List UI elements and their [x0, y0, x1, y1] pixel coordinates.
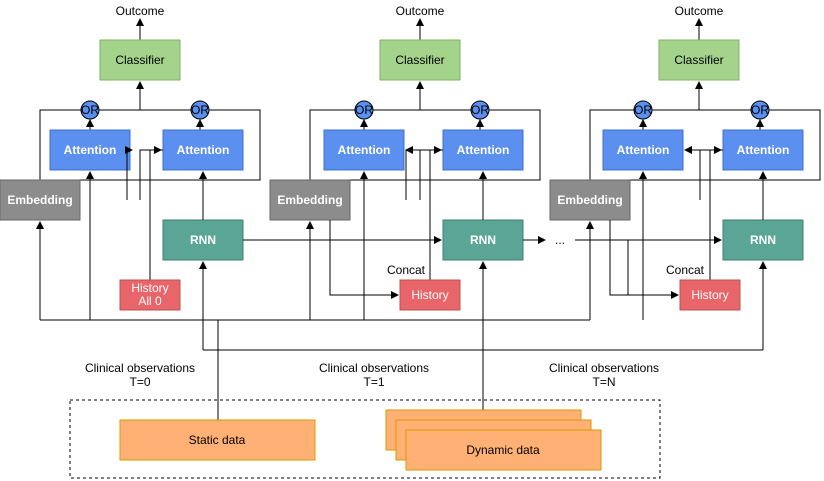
or-label-nb: OR	[751, 103, 769, 117]
or-circle-na	[633, 100, 653, 120]
classifier-box-0	[99, 39, 181, 81]
dynamic-data-box	[405, 429, 602, 471]
connectors	[36, 171, 767, 420]
classifier-box-1	[379, 39, 461, 81]
history-all0-box	[119, 279, 181, 311]
rnn-box-0	[162, 219, 244, 261]
or-label-0a: OR	[81, 103, 99, 117]
outcome-label-0: Outcome	[116, 4, 165, 18]
history-label-n: History	[691, 288, 728, 302]
rnn-box-n	[722, 219, 804, 261]
or-label-na: OR	[634, 103, 652, 117]
embedding-box-1	[269, 179, 351, 221]
clinical-label-1-line1: Clinical observations	[319, 361, 429, 375]
or-label-1b: OR	[471, 103, 489, 117]
or-circle-0b	[190, 100, 210, 120]
step-block-n: Outcome Classifier OR OR Attention Atten…	[549, 4, 821, 311]
step-block-1: Outcome Classifier OR OR Attention Atten…	[269, 4, 541, 311]
history-label-1: History	[411, 288, 448, 302]
attention-label-1b: Attention	[457, 143, 510, 157]
attention-label-na: Attention	[617, 143, 670, 157]
or-circle-1a	[354, 100, 374, 120]
clinical-label-n-line1: Clinical observations	[549, 361, 659, 375]
static-data-box	[119, 419, 316, 461]
dynamic-data-label: Dynamic data	[466, 443, 540, 457]
embedding-label-n: Embedding	[557, 193, 622, 207]
classifier-box-n	[658, 39, 740, 81]
attention-container-n	[589, 109, 821, 181]
step-block-0: Outcome Classifier OR OR Attention Atten…	[0, 4, 261, 311]
rnn-label-n: RNN	[750, 233, 776, 247]
clinical-label-1-line2: T=1	[363, 375, 384, 389]
classifier-label-0: Classifier	[115, 53, 164, 67]
attention-container-1	[309, 109, 541, 181]
outcome-label-1: Outcome	[396, 4, 445, 18]
or-circle-0a	[80, 100, 100, 120]
attention-box-1a	[323, 129, 405, 171]
concat-label-n: Concat	[666, 263, 705, 277]
rnn-box-1	[442, 219, 524, 261]
attention-label-nb: Attention	[737, 143, 790, 157]
or-circle-nb	[750, 100, 770, 120]
or-circle-1b	[470, 100, 490, 120]
classifier-label-1: Classifier	[395, 53, 444, 67]
static-data-label: Static data	[189, 433, 246, 447]
outcome-label-n: Outcome	[675, 4, 724, 18]
embedding-box-n	[549, 179, 631, 221]
embedding-box-0	[0, 179, 81, 221]
data-container	[69, 399, 661, 479]
attention-label-0b: Attention	[177, 143, 230, 157]
embedding-label-0: Embedding	[7, 193, 72, 207]
attention-box-nb	[722, 129, 804, 171]
or-label-1a: OR	[355, 103, 373, 117]
history-all0-line1: History	[131, 281, 168, 295]
attention-box-0a	[49, 129, 131, 171]
rnn-label-0: RNN	[190, 233, 216, 247]
history-box-1	[399, 279, 461, 311]
attention-label-1a: Attention	[338, 143, 391, 157]
history-box-n	[679, 279, 741, 311]
concat-label-1: Concat	[387, 263, 426, 277]
or-label-0b: OR	[191, 103, 209, 117]
attention-box-na	[602, 129, 684, 171]
clinical-label-0-line2: T=0	[129, 375, 150, 389]
rnn-label-1: RNN	[470, 233, 496, 247]
attention-label-0a: Attention	[64, 143, 117, 157]
clinical-label-0-line1: Clinical observations	[85, 361, 195, 375]
attention-box-1b	[442, 129, 524, 171]
history-all0-line2: All 0	[138, 294, 162, 308]
classifier-label-n: Classifier	[674, 53, 723, 67]
embedding-label-1: Embedding	[277, 193, 342, 207]
ellipsis-label: ...	[555, 233, 565, 247]
clinical-label-n-line2: T=N	[592, 375, 615, 389]
